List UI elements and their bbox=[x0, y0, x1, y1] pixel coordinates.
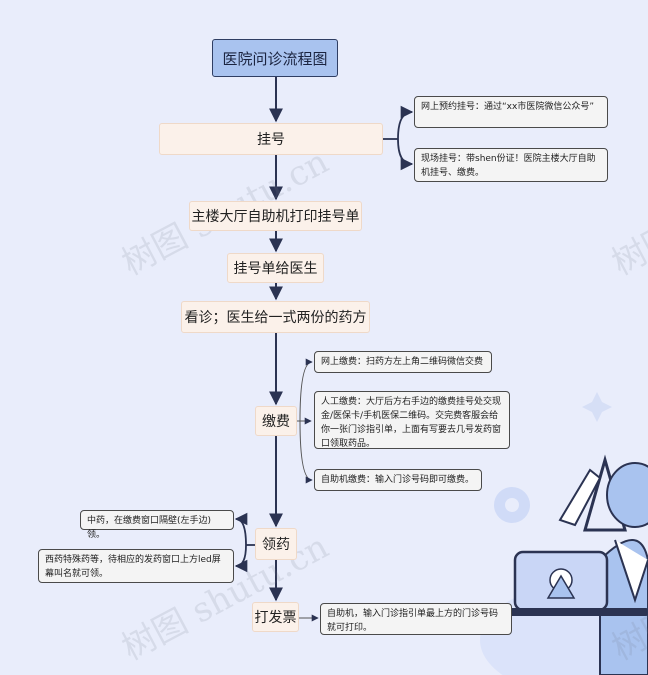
note-register-online: 网上预约挂号：通过“xx市医院微信公众号” bbox=[414, 96, 608, 128]
step-invoice: 打发票 bbox=[252, 602, 299, 632]
step-give-doctor: 挂号单给医生 bbox=[227, 253, 324, 283]
step-pay: 缴费 bbox=[255, 406, 297, 436]
note-register-onsite: 现场挂号：带shen份证！医院主楼大厅自助机挂号、缴费。 bbox=[414, 148, 608, 182]
step-collect: 领药 bbox=[255, 528, 297, 560]
note-invoice-kiosk: 自助机，输入门诊指引单最上方的门诊号码就可打印。 bbox=[320, 603, 512, 635]
diagram-title: 医院问诊流程图 bbox=[212, 39, 338, 77]
person-illustration-icon bbox=[505, 454, 648, 675]
step-register: 挂号 bbox=[159, 123, 383, 155]
step-consult: 看诊；医生给一式两份的药方 bbox=[181, 301, 370, 333]
note-pay-kiosk: 自助机缴费：输入门诊号码即可缴费。 bbox=[314, 469, 482, 491]
background-decoration bbox=[480, 392, 648, 675]
note-pay-online: 网上缴费：扫药方左上角二维码微信交费 bbox=[314, 351, 492, 373]
note-collect-western: 西药特殊药等，待相应的发药窗口上方led屏幕叫名就可领。 bbox=[38, 549, 234, 583]
note-collect-chinese: 中药，在缴费窗口隔壁(左手边)领。 bbox=[80, 510, 234, 540]
note-pay-manual: 人工缴费：大厅后方右手边的缴费挂号处交现金/医保卡/手机医保二维码。交完费客服会… bbox=[314, 391, 510, 449]
step-print: 主楼大厅自助机打印挂号单 bbox=[189, 201, 362, 231]
branch-connectors bbox=[234, 105, 414, 622]
